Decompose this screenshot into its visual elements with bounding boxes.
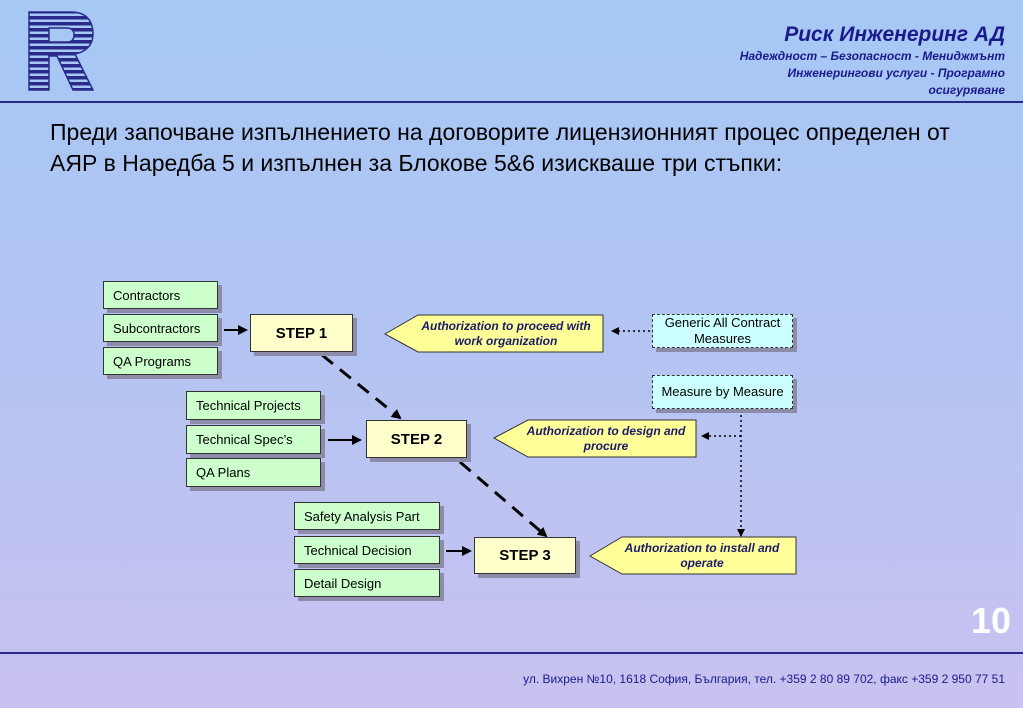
arrow-step2-to-step3 — [459, 460, 548, 538]
tagline-line-2: Инженерингови услуги - Програмно — [787, 66, 1005, 80]
company-name: Риск Инженеринг АД — [784, 23, 1005, 46]
step-2-box: STEP 2 — [366, 420, 467, 458]
arrow-step1-to-step2 — [321, 353, 402, 420]
box-qa-plans: QA Plans — [186, 458, 321, 487]
auth2-label: Authorization to design and procure — [526, 424, 686, 453]
auth3-arrow-shape — [589, 536, 797, 575]
box-safety-analysis-part: Safety Analysis Part — [294, 502, 440, 530]
header-divider — [0, 101, 1023, 103]
auth1-arrow-shape — [383, 314, 604, 353]
box-technical-projects: Technical Projects — [186, 391, 321, 420]
footer-address: ул. Вихрен №10, 1618 София, България, те… — [523, 672, 1005, 686]
auth2-arrow-shape — [492, 419, 697, 458]
box-measure-by-measure: Measure by Measure — [652, 375, 793, 409]
box-technical-specs: Technical Spec’s — [186, 425, 321, 454]
intro-text: Преди започване изпълнението на договори… — [50, 119, 950, 176]
box-detail-design: Detail Design — [294, 569, 440, 597]
tagline-line-1: Надеждност – Безопасност - Мениджмънт — [739, 49, 1005, 63]
company-header: Риск Инженеринг АД Надеждност – Безопасн… — [740, 22, 1005, 99]
company-logo — [28, 11, 95, 91]
box-contractors: Contractors — [103, 281, 218, 309]
box-technical-decision: Technical Decision — [294, 536, 440, 564]
auth1-label: Authorization to proceed with work organ… — [421, 319, 591, 348]
page-number: 10 — [970, 600, 1011, 641]
box-qa-programs: QA Programs — [103, 347, 218, 375]
box-generic-all-contract-measures: Generic All Contract Measures — [652, 314, 793, 348]
tagline-line-3: осигуряване — [928, 83, 1006, 97]
footer-divider — [0, 652, 1023, 654]
step-3-box: STEP 3 — [474, 537, 576, 574]
box-subcontractors: Subcontractors — [103, 314, 218, 342]
auth3-label: Authorization to install and operate — [624, 541, 780, 570]
step-1-box: STEP 1 — [250, 314, 353, 352]
